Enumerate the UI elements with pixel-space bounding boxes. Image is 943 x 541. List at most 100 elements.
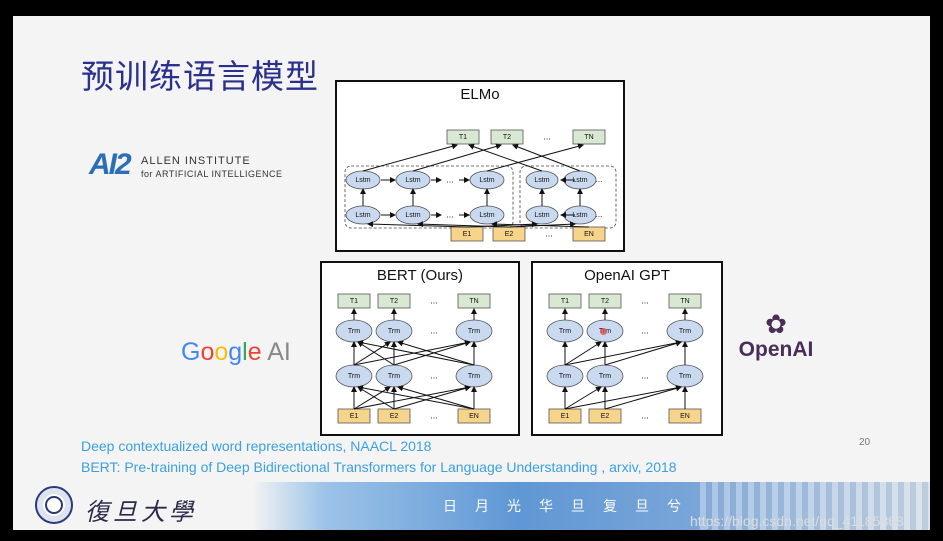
connection-arrow [393, 385, 471, 410]
openai-knot-icon: ✿ [765, 309, 787, 339]
connection-arrow [468, 143, 543, 172]
page-number: 20 [859, 437, 871, 448]
transformer-cell-label: Trm [348, 373, 360, 380]
input-embedding-label: EN [584, 231, 594, 238]
transformer-cell-label: Trm [348, 328, 360, 335]
backward-lstm-cell-label: Lstm [534, 212, 549, 219]
google-ai-letter: o [200, 338, 215, 366]
ai2-name-line1: ALLEN INSTITUTE [141, 155, 251, 167]
reference-bert: BERT: Pre-training of Deep Bidirectional… [81, 459, 677, 475]
google-ai-letter: G [181, 338, 201, 366]
transformer-cell-label: Trm [388, 328, 400, 335]
connection-arrow [604, 340, 682, 366]
input-embedding-label: E2 [505, 231, 514, 238]
connection-arrow [564, 340, 682, 366]
input-embedding-label: E2 [390, 413, 399, 420]
transformer-cell-label: Trm [679, 373, 691, 380]
transformer-cell-label: Trm [468, 373, 480, 380]
google-ai-letter: A [267, 338, 284, 366]
connection-arrow [397, 385, 475, 410]
backward-lstm-cell-label: Lstm [534, 177, 549, 184]
slide: 预训练语言模型 AI2 ALLEN INSTITUTE for ARTIFICI… [13, 16, 930, 530]
openai-text: OpenAI [738, 338, 814, 361]
output-token-label: T2 [390, 298, 398, 305]
input-embedding-label: E1 [561, 413, 570, 420]
input-embedding-label: EN [680, 413, 690, 420]
row-ellipsis: ... [430, 325, 438, 335]
input-ellipsis: ... [545, 228, 553, 238]
transformer-cell-label: Trm [599, 373, 611, 380]
output-token-label: T1 [459, 134, 467, 141]
output-token-label: TN [584, 134, 593, 141]
connection-arrow [564, 341, 602, 366]
forward-lstm-cell-label: Lstm [355, 212, 370, 219]
output-token-label: T1 [350, 298, 358, 305]
connection-arrow [353, 341, 391, 366]
ai2-mark: AI2 [89, 148, 132, 181]
google-ai-letter: I [283, 338, 291, 366]
pointer-dot [600, 328, 607, 335]
output-token-label: TN [680, 298, 689, 305]
input-ellipsis: ... [430, 410, 438, 420]
connection-arrow [357, 384, 475, 410]
output-token-box [446, 129, 480, 145]
forward-lstm-cell-label: Lstm [405, 212, 420, 219]
campus-building-image [700, 482, 930, 530]
output-token-label: T2 [601, 298, 609, 305]
output-token-box [490, 129, 524, 145]
google-ai-letter: l [242, 338, 248, 366]
row-ellipsis: ... [596, 175, 603, 184]
input-ellipsis: ... [641, 410, 649, 420]
google-ai-letter: e [247, 338, 262, 366]
reference-elmo: Deep contextualized word representations… [81, 438, 432, 454]
connection-arrow [397, 340, 475, 366]
connection-arrow [564, 386, 602, 410]
connection-arrow [412, 143, 502, 172]
bert-title: BERT (Ours) [376, 267, 464, 284]
forward-lstm-cell-label: Lstm [405, 177, 420, 184]
transformer-cell-label: Trm [388, 373, 400, 380]
input-embedding-label: EN [469, 413, 479, 420]
gpt-title: OpenAI GPT [584, 267, 670, 284]
output-ellipsis: ... [641, 295, 649, 305]
connection-arrow [512, 144, 581, 172]
google-ai-letter: o [214, 338, 229, 366]
google-ai-letter: g [228, 338, 243, 366]
row-ellipsis: ... [430, 370, 438, 380]
row-ellipsis: ... [596, 210, 603, 219]
connection-arrow [486, 143, 584, 172]
connection-arrow [353, 340, 471, 366]
ai2-name-line2: for ARTIFICIAL INTELLIGENCE [141, 169, 283, 179]
connection-arrow [353, 384, 471, 410]
output-token-label: T1 [561, 298, 569, 305]
university-seal-icon [35, 486, 73, 524]
forward-lstm-cell-label: Lstm [355, 177, 370, 184]
gpt-svg: ...T1T2TNTrmTrm...TrmTrmTrm...TrmE1E2...… [546, 293, 704, 424]
connection-arrow [362, 143, 458, 172]
backward-lstm-cell-label: Lstm [572, 212, 587, 219]
openai-logo: ✿ OpenAI [726, 310, 826, 370]
transformer-cell-label: Trm [559, 373, 571, 380]
connection-arrow [604, 385, 682, 410]
input-embedding-label: E1 [350, 413, 359, 420]
output-token-label: TN [469, 298, 478, 305]
connection-arrow [491, 221, 590, 228]
connection-arrow [357, 386, 395, 410]
backward-lstm-cell-label: Lstm [572, 177, 587, 184]
connection-arrow [564, 384, 682, 410]
row-ellipsis: ... [446, 174, 454, 184]
row-ellipsis: ... [641, 370, 649, 380]
transformer-cell-label: Trm [679, 328, 691, 335]
output-token-label: T2 [503, 134, 511, 141]
connection-arrow [357, 340, 475, 366]
university-motto: 日月光华旦复旦兮 [443, 498, 699, 514]
row-ellipsis: ... [446, 209, 454, 219]
output-ellipsis: ... [430, 295, 438, 305]
connection-arrow [357, 341, 395, 366]
transformer-cell-label: Trm [559, 328, 571, 335]
elmo-title: ELMo [460, 86, 500, 103]
